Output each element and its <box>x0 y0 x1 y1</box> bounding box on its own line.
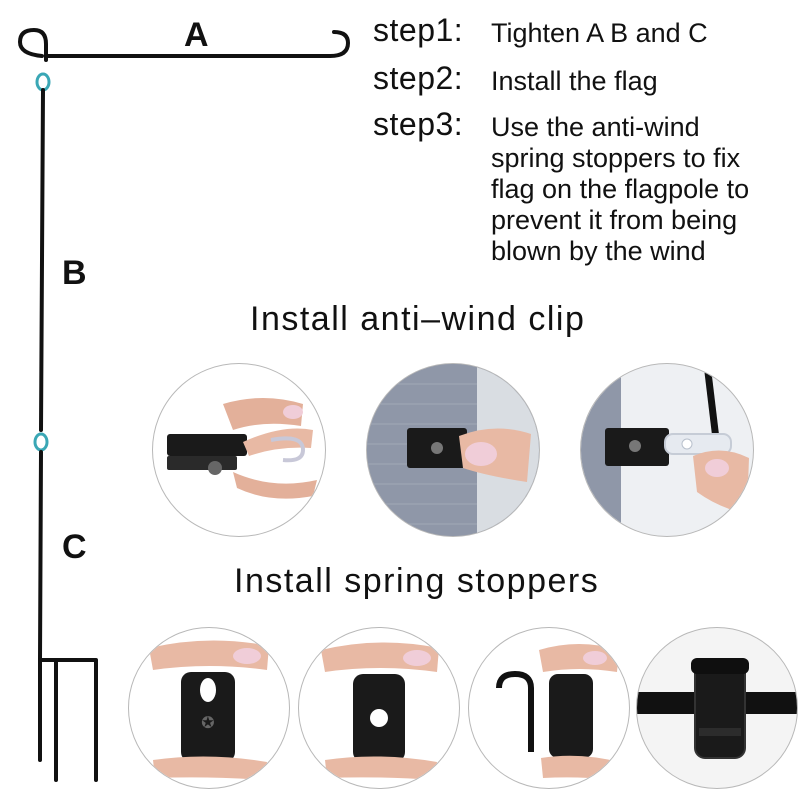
svg-text:✪: ✪ <box>201 713 214 732</box>
step2-text: Install the flag <box>491 66 658 96</box>
ground-stake <box>38 658 98 782</box>
step2-key: step2: <box>373 60 464 96</box>
stopper-body <box>181 672 235 762</box>
pole-top-arm <box>44 30 351 58</box>
upper-joint-icon <box>35 72 51 92</box>
pole-section-c <box>38 450 43 662</box>
clip-photo-2 <box>366 363 540 537</box>
stopper-body <box>549 674 593 758</box>
part-label-b: B <box>62 254 87 292</box>
step3-line: Use the anti-wind <box>491 112 700 142</box>
pole-top-curl <box>17 27 48 62</box>
part-label-a: A <box>184 16 209 54</box>
step1-text: Tighten A B and C <box>491 18 708 48</box>
step3-line: prevent it from being <box>491 205 738 235</box>
step3-line: flag on the flagpole to <box>491 174 750 204</box>
stopper-photo-3 <box>468 627 630 789</box>
clip-body <box>167 434 247 456</box>
step3-line: spring stoppers to fix <box>491 143 741 173</box>
pole-section-b <box>39 88 45 432</box>
stopper-photo-1: ✪ <box>128 627 290 789</box>
stopper-photo-2 <box>298 627 460 789</box>
stopper-photo-4 <box>636 627 798 789</box>
clip-photo-1 <box>152 363 326 537</box>
lower-joint-icon <box>33 432 49 452</box>
flagpole-diagram <box>17 27 351 782</box>
part-label-c: C <box>62 528 87 566</box>
clip-photo-3 <box>580 363 754 537</box>
step3-key: step3: <box>373 106 464 142</box>
stopper-section-title: Install spring stoppers <box>234 562 600 600</box>
step3-line: blown by the wind <box>491 236 706 266</box>
step1-key: step1: <box>373 12 464 48</box>
stopper-body <box>694 661 746 759</box>
clip-section-title: Install anti–wind clip <box>250 300 586 338</box>
step3-text: Use the anti-wind spring stoppers to fix… <box>491 112 749 267</box>
